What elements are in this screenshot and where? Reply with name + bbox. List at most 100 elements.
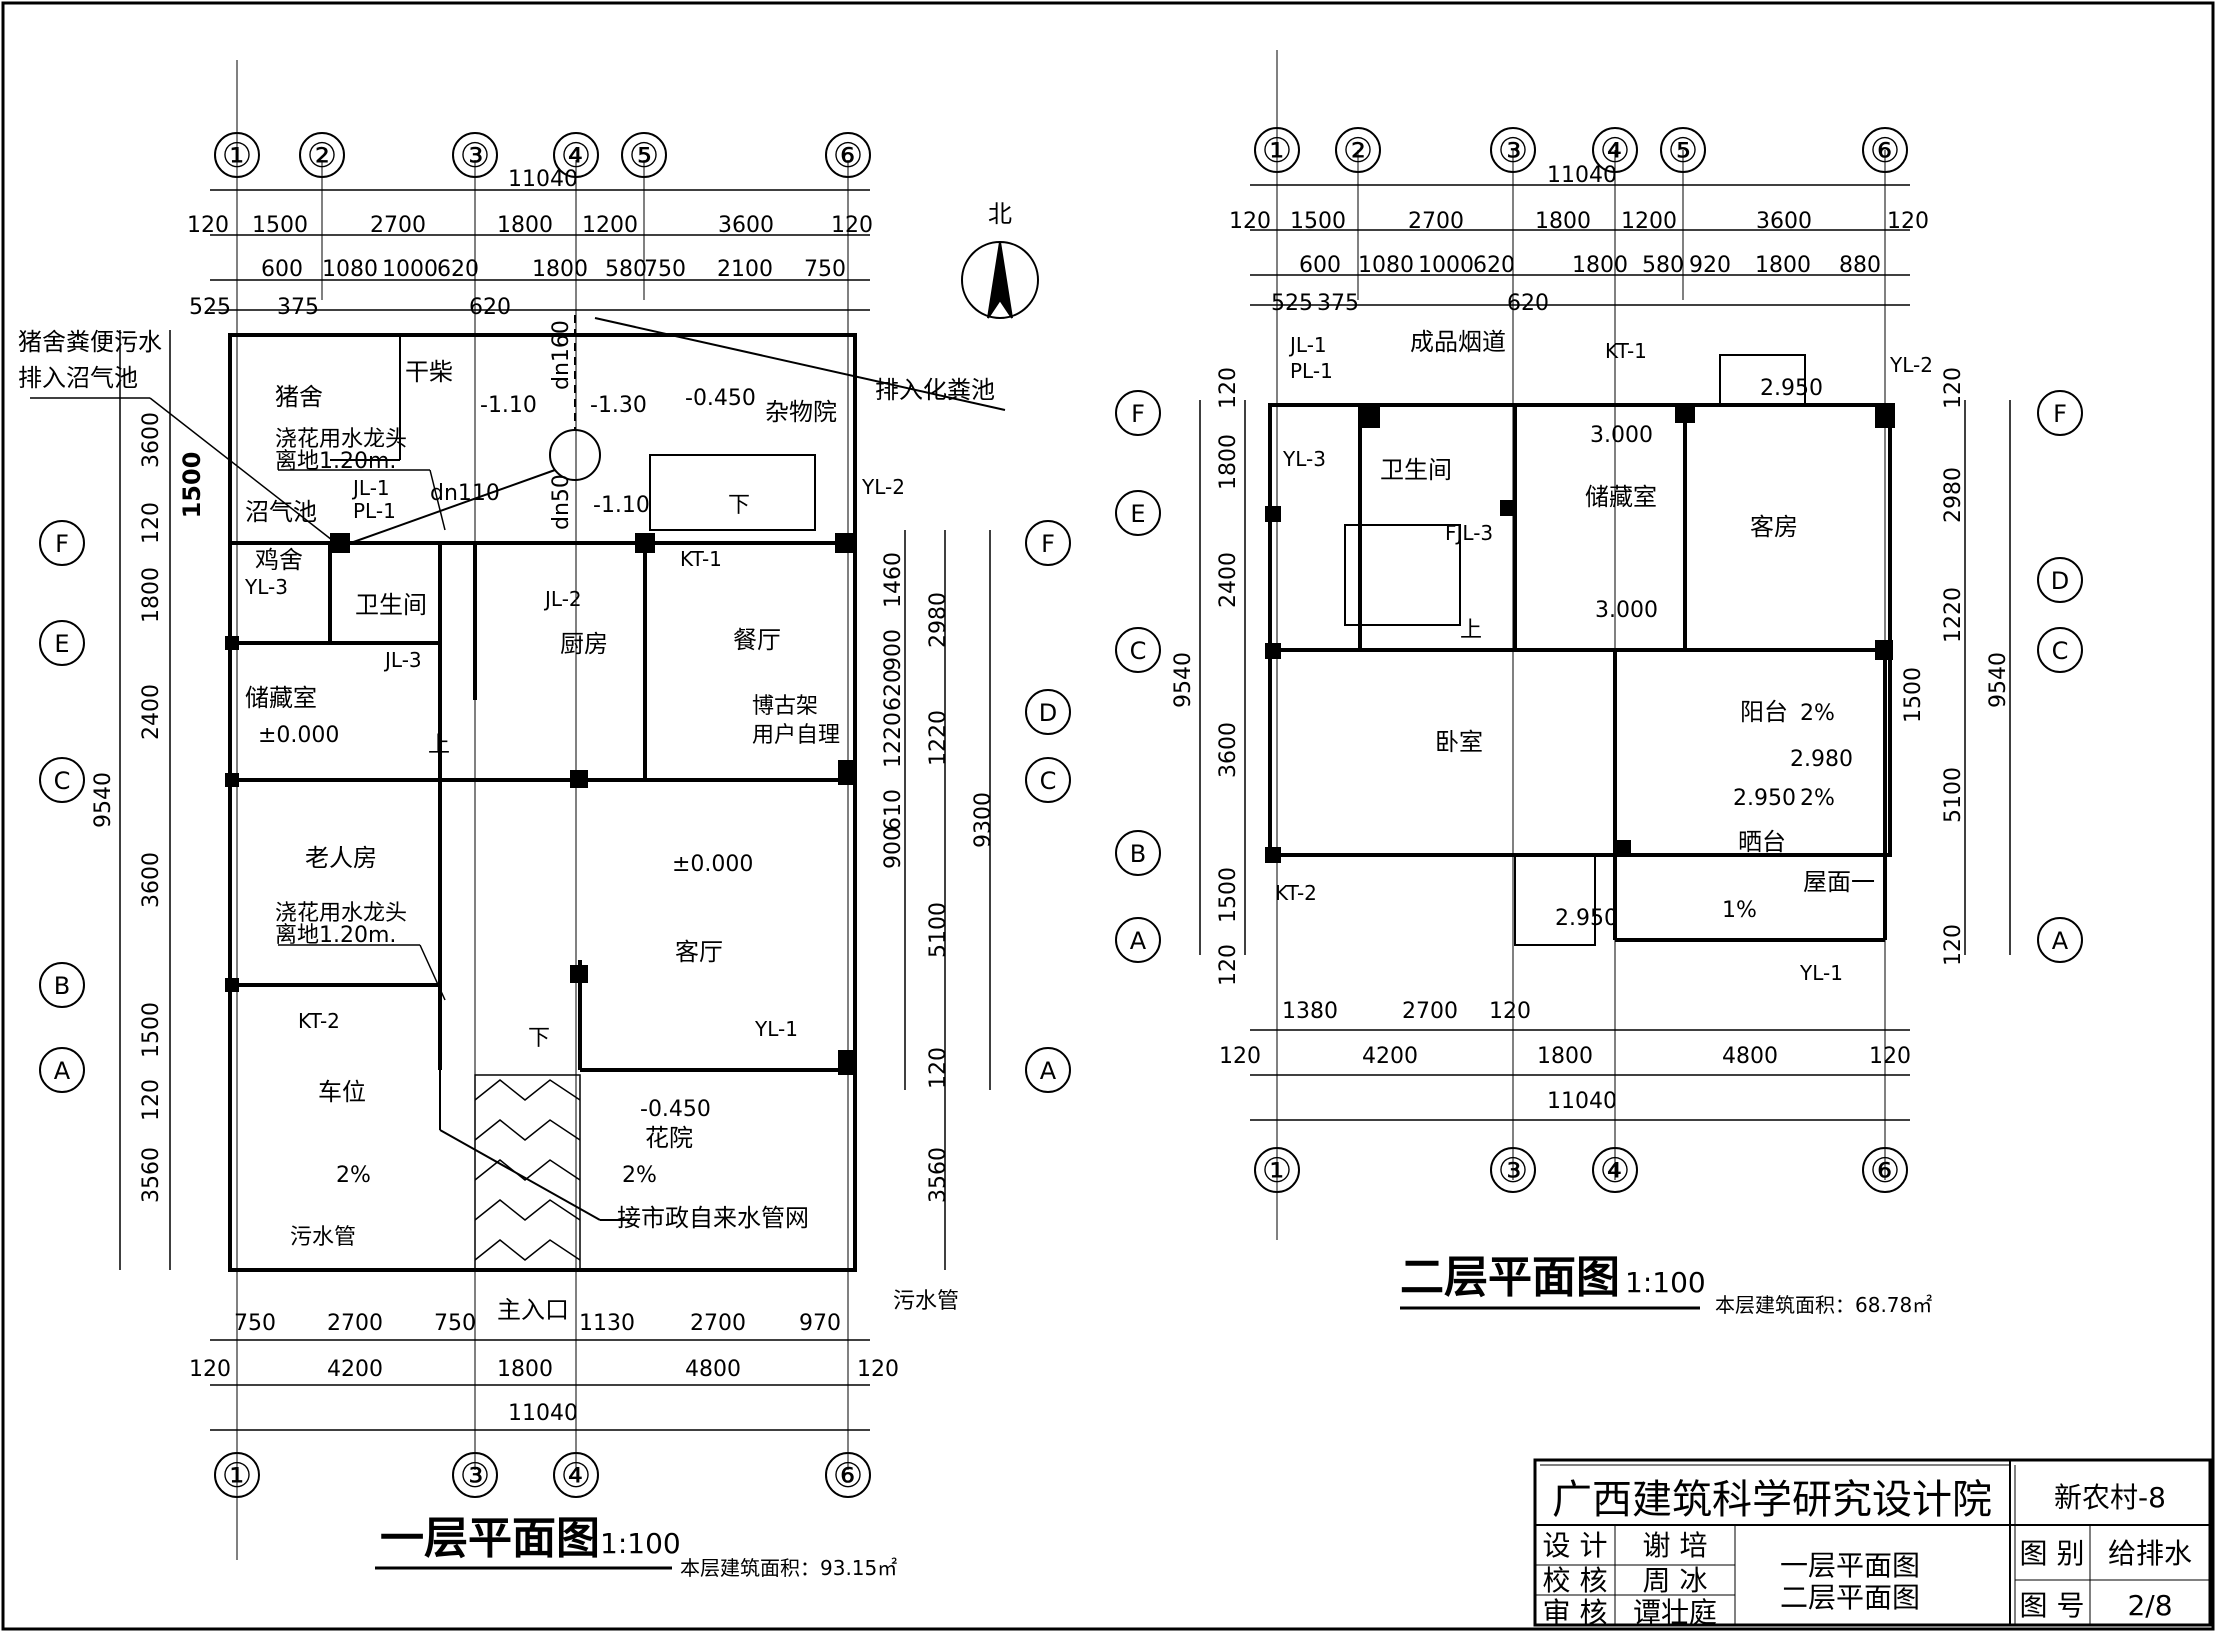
f2-room-roof: 屋面一 <box>1803 868 1875 896</box>
note-septic: 排入化粪池 <box>875 376 995 404</box>
dim-left-7: 1500 <box>139 1002 164 1058</box>
dim-ra-4: 610 <box>881 789 906 831</box>
dim-top1-3: 1800 <box>497 213 553 238</box>
f2-level-2: 3.000 <box>1590 423 1653 448</box>
f2-level-1: 2.950 <box>1760 376 1823 401</box>
grid-5-top: ⑤ <box>629 136 659 176</box>
f2-dim-right-5: 5100 <box>1941 767 1966 823</box>
grid-2-top: ② <box>307 136 337 176</box>
floor1-columns <box>225 533 856 1075</box>
level-4: -1.10 <box>593 493 650 518</box>
f2-level-5: 2.950 <box>1733 786 1796 811</box>
dim-bot1-2: 750 <box>434 1311 476 1336</box>
dim-bot1-5: 970 <box>799 1311 841 1336</box>
pipe-YL-1: YL-1 <box>754 1017 798 1041</box>
dim-top1-5: 3600 <box>718 213 774 238</box>
dim-left-3: 1800 <box>139 567 164 623</box>
dim-left-8: 120 <box>139 1079 164 1121</box>
dim-ra-0: 1460 <box>881 552 906 608</box>
f2-dim-right-2: 1220 <box>1941 587 1966 643</box>
f2-slope-1: 2% <box>1800 701 1835 726</box>
f2-grid-1-bottom: ① <box>1262 1151 1292 1191</box>
room-dining: 餐厅 <box>733 626 781 654</box>
dim-left-0: 3600 <box>139 412 164 468</box>
f2-dim-top2-7: 1800 <box>1755 253 1811 278</box>
floor1-top-grid-bubbles <box>39 132 1071 1498</box>
f2-pipe-YL-3: YL-3 <box>1282 447 1326 471</box>
floor2-dimension-lines <box>1199 184 2011 1121</box>
dim-bot2-4: 120 <box>857 1357 899 1382</box>
tap-note-2: 离地1.20m. <box>275 449 396 474</box>
floor2-title: 二层平面图 <box>1400 1252 1620 1303</box>
level-6: ±0.000 <box>672 852 753 877</box>
dim-rb-0: 2980 <box>926 592 951 648</box>
f2-grid-2-top: ② <box>1343 131 1373 171</box>
f2-grid-C-right: C <box>2052 637 2069 665</box>
floor2-walls <box>1268 354 1892 946</box>
f2-dim-top3-1: 375 <box>1317 291 1359 316</box>
dim-top1-0: 120 <box>187 213 229 238</box>
pipe-YL-2: YL-2 <box>861 475 905 499</box>
room-living: 客厅 <box>675 938 723 966</box>
dim-top1-4: 1200 <box>582 213 638 238</box>
floor1-pipes <box>344 315 1006 1221</box>
dim-top1-1: 1500 <box>252 213 308 238</box>
dim-ra-3: 1220 <box>881 712 906 768</box>
dim-bot2-2: 1800 <box>497 1357 553 1382</box>
f2-dim-right-1: 2980 <box>1941 467 1966 523</box>
f2-dim-top1-2: 2700 <box>1408 209 1464 234</box>
f2-grid-4-bottom: ④ <box>1600 1151 1630 1191</box>
dim-ra-5: 900 <box>881 827 906 869</box>
f2-dim-top2-5: 580 <box>1642 253 1684 278</box>
note-sewer-2: 污水管 <box>893 1289 959 1314</box>
f2-pipe-FJL-3: FJL-3 <box>1445 521 1493 545</box>
f2-grid-3-bottom: ③ <box>1498 1151 1528 1191</box>
f2-grid-F-right: F <box>2053 400 2067 428</box>
slope-2: 2% <box>622 1163 657 1188</box>
f2-dim-bot2-3: 4800 <box>1722 1044 1778 1069</box>
dim-top1-6: 120 <box>831 213 873 238</box>
floor-2-labels: ① ② ③ ④ ⑤ ⑥ ① ③ ④ ⑥ F E C B A F D C A 11… <box>1130 131 2070 1317</box>
dim-bot1-0: 750 <box>234 1311 276 1336</box>
dim-left-5: 9540 <box>91 772 116 828</box>
north-arrow <box>961 241 1039 319</box>
room-entry: 主入口 <box>497 1296 569 1324</box>
f2-dim-left-1: 1800 <box>1216 434 1241 490</box>
pipe-JL-2: JL-2 <box>543 587 582 611</box>
floor2-grid-bubbles <box>1115 127 2083 1193</box>
f2-dim-bot1-1: 2700 <box>1402 999 1458 1024</box>
note-sewer-1: 污水管 <box>290 1225 356 1250</box>
floor1-scale: 1:100 <box>600 1527 681 1560</box>
note-down-2: 下 <box>528 1026 550 1051</box>
f2-room-storage: 储藏室 <box>1585 483 1657 511</box>
dim-top2-5: 580 <box>605 257 647 282</box>
category-value: 给排水 <box>2108 1537 2192 1570</box>
f2-dim-top1-4: 1200 <box>1621 209 1677 234</box>
drawing-name-2: 二层平面图 <box>1780 1581 1920 1614</box>
f2-dim-left-0: 120 <box>1216 367 1241 409</box>
pipe-dn160: dn160 <box>549 320 574 390</box>
tap-note-3: 浇花用水龙头 <box>275 901 407 926</box>
room-sundry: 杂物院 <box>765 398 837 426</box>
grid-4-top: ④ <box>561 136 591 176</box>
shelf-label-2: 用户自理 <box>752 723 840 748</box>
grid-B-left: B <box>54 972 70 1000</box>
check-label: 校 核 <box>1543 1564 1608 1597</box>
f2-dim-left-5: 1500 <box>1216 867 1241 923</box>
grid-E-left: E <box>54 630 69 658</box>
floor1-area: 本层建筑面积：93.15㎡ <box>680 1556 897 1580</box>
grid-6-bottom: ⑥ <box>833 1456 863 1496</box>
drawing-name-1: 一层平面图 <box>1780 1549 1920 1582</box>
f2-room-chimney: 成品烟道 <box>1410 328 1506 356</box>
f2-dim-left-2: 2400 <box>1216 552 1241 608</box>
f2-level-3: 3.000 <box>1595 598 1658 623</box>
dim-top2-8: 750 <box>804 257 846 282</box>
dim-left-9: 3560 <box>139 1147 164 1203</box>
dim-top2-2: 1000 <box>382 257 438 282</box>
dim-bot1-1: 2700 <box>327 1311 383 1336</box>
dim-bot1-4: 2700 <box>690 1311 746 1336</box>
f2-dim-top3-2: 620 <box>1507 291 1549 316</box>
dim-ra-2: 620 <box>881 669 906 711</box>
f2-dim-left-6: 120 <box>1216 944 1241 986</box>
dim-bot2-1: 4200 <box>327 1357 383 1382</box>
